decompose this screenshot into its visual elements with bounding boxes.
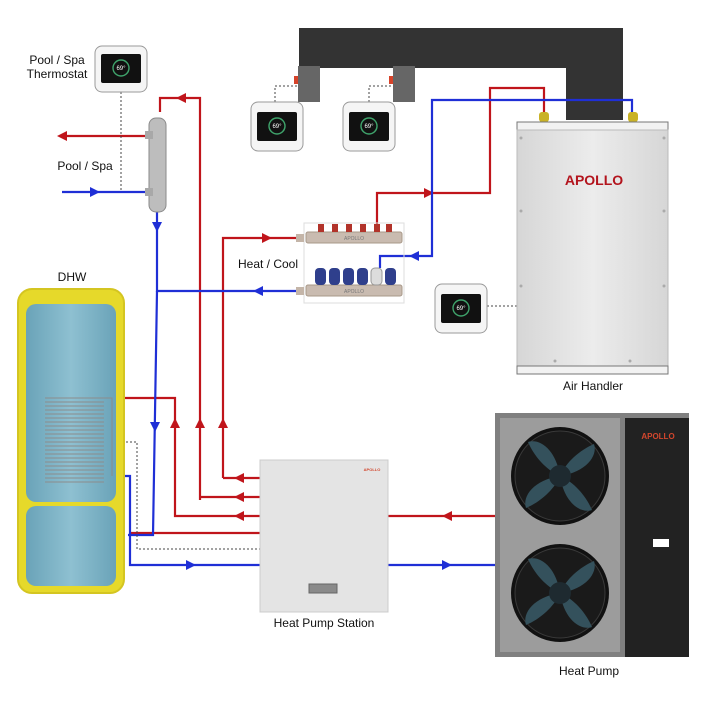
return-arrows: [90, 187, 452, 570]
air-handler: [516, 112, 669, 375]
zone-thermostat-1: 69°: [250, 101, 304, 152]
manifold-valves-top: [318, 224, 392, 232]
zone-thermostat-2: 69°: [342, 101, 396, 152]
station-brand: APOLLO: [364, 467, 381, 472]
heat-pump-brand: APOLLO: [641, 432, 674, 441]
supply-arrows: [57, 93, 452, 521]
control-wiring: [120, 85, 518, 550]
pool-spa-thermostat: 69°: [94, 45, 148, 93]
fan-top: [511, 427, 609, 525]
thermostat-reading: 69°: [272, 124, 282, 130]
manifold-valves-bottom: [315, 267, 396, 286]
label-heat-pump: Heat Pump: [559, 664, 619, 678]
thermostat-reading: 69°: [456, 306, 466, 312]
heat-cool-manifold: [296, 222, 405, 304]
label-pool-spa: Pool / Spa: [57, 159, 113, 173]
label-heat-cool: Heat / Cool: [238, 257, 298, 271]
thermostat-reading: 69°: [116, 66, 126, 72]
label-dhw: DHW: [58, 270, 87, 284]
manifold-brand-top: APOLLO: [344, 236, 364, 242]
manifold-brand-bottom: APOLLO: [344, 289, 364, 295]
label-pool-thermostat-line2: Thermostat: [27, 67, 88, 81]
pool-heat-exchanger: [145, 117, 167, 213]
air-handler-thermostat: 69°: [434, 283, 488, 334]
fan-bottom: [511, 544, 609, 642]
label-heat-pump-station: Heat Pump Station: [274, 616, 375, 630]
dhw-tank: [17, 288, 125, 594]
supply-duct: [294, 28, 623, 120]
thermostat-reading: 69°: [364, 124, 374, 130]
label-pool-thermostat-line1: Pool / Spa: [29, 53, 85, 67]
label-air-handler: Air Handler: [563, 379, 623, 393]
air-handler-brand: APOLLO: [565, 172, 623, 188]
dhw-coil: [45, 397, 113, 483]
heat-pump-station: [259, 459, 389, 613]
